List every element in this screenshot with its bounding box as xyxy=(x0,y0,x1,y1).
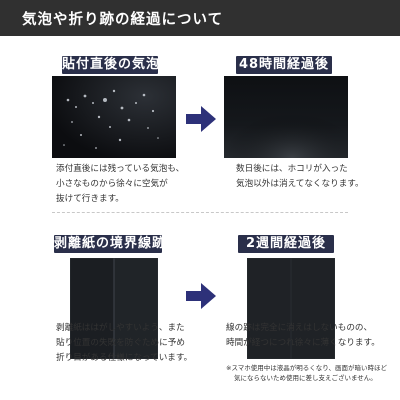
label-release-paper-line: 剥離紙の境界線跡 xyxy=(54,235,167,253)
caption-48-hours-later: 数日後には、ホコリが入った 気泡以外は消えてなくなります。 xyxy=(236,162,364,192)
header-bar: 気泡や折り跡の経過について xyxy=(0,0,400,36)
photo-release-paper-fold-line xyxy=(70,258,158,359)
label-bubbles-right-after: 貼付直後の気泡 xyxy=(62,56,161,74)
right-arrow-icon xyxy=(186,106,216,132)
right-arrow-icon xyxy=(186,283,216,309)
caption-line: 時間が経つにつれ徐々に薄くなります。 xyxy=(226,338,380,348)
caption-line: 抜けて行きます。 xyxy=(56,194,124,204)
page-title: 気泡や折り跡の経過について xyxy=(22,12,224,28)
caption-line: 剥離紙ははがしやすいよう、また xyxy=(56,323,185,333)
caption-line: 小さなものから徐々に空気が xyxy=(56,179,168,189)
caption-2-weeks-later: 線の跡は完全に消えはしないものの、 時間が経つにつれ徐々に薄くなります。 xyxy=(226,321,380,351)
caption-release-paper-line: 剥離紙ははがしやすいよう、また 貼り位置の失敗を防ぐために予め 折り目がある仕様… xyxy=(56,321,192,366)
photo-48-hours-later xyxy=(224,76,348,158)
section-divider xyxy=(52,212,348,213)
label-48-hours-later: 48時間経過後 xyxy=(236,56,332,74)
caption-line: 折り目がある仕様になっています。 xyxy=(56,353,193,363)
caption-line: 数日後には、ホコリが入った xyxy=(236,164,348,174)
photo-bubbles-after-application xyxy=(52,76,176,158)
caption-line: 線の跡は完全に消えはしないものの、 xyxy=(226,323,373,333)
caption-line: 気泡以外は消えてなくなります。 xyxy=(236,179,364,189)
usage-note: ※スマホ使用中は液晶が明るくなり、画面が暗い時ほど 気にならないため使用に差し支… xyxy=(226,363,387,383)
label-2-weeks-later: 2週間経過後 xyxy=(238,235,334,253)
note-line: 気にならないため使用に差し支えございません。 xyxy=(234,374,377,382)
caption-bubbles-right-after: 添付直後には残っている気泡も、 小さなものから徐々に空気が 抜けて行きます。 xyxy=(56,162,184,207)
photo-2-weeks-later xyxy=(247,258,335,359)
caption-line: 貼り位置の失敗を防ぐために予め xyxy=(56,338,185,348)
caption-line: 添付直後には残っている気泡も、 xyxy=(56,164,185,174)
note-line: ※スマホ使用中は液晶が明るくなり、画面が暗い時ほど xyxy=(226,364,387,372)
